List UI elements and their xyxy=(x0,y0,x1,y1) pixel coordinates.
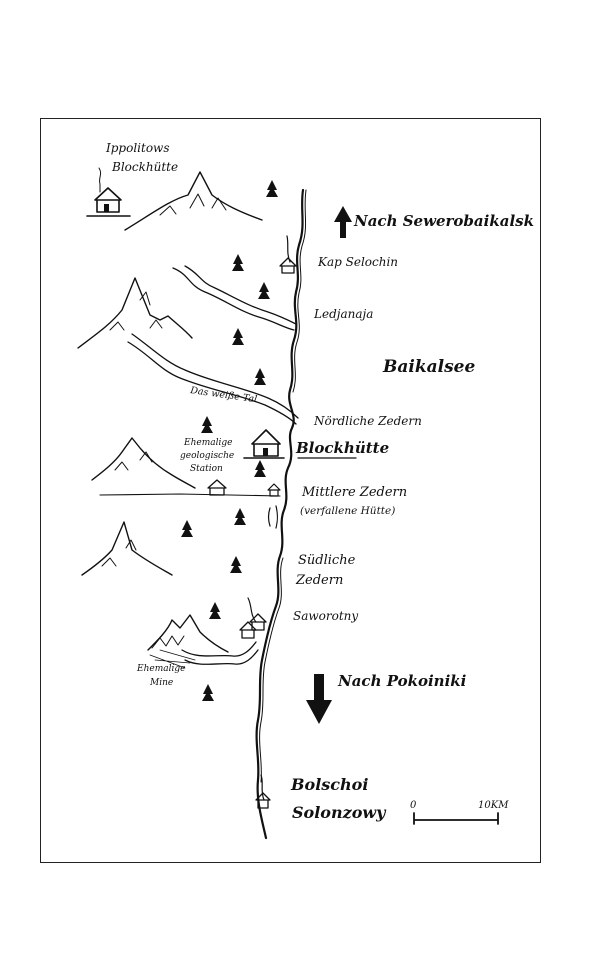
label-northern-cedars: Nördliche Zedern xyxy=(313,414,422,428)
river-ledjanaja xyxy=(172,267,295,331)
hut-kap-selochin-icon xyxy=(279,257,297,274)
shoreline xyxy=(255,188,305,840)
river-white-valley xyxy=(127,341,297,425)
label-southern-cedars-1: Südliche xyxy=(298,553,356,568)
map-frame xyxy=(40,118,541,863)
label-south-direction: Nach Pokoiniki xyxy=(337,672,467,690)
label-former-mine-1: Ehemalige xyxy=(136,664,185,674)
label-geo-station-2: geologische xyxy=(180,451,234,461)
label-saworotny: Saworotny xyxy=(293,609,358,623)
mountain-2 xyxy=(77,277,193,349)
scale-bar xyxy=(413,812,499,825)
label-former-mine-2: Mine xyxy=(149,678,173,688)
label-middle-cedars-note: (verfallene Hütte) xyxy=(300,505,395,517)
hut-bolschoi-icon xyxy=(255,792,271,809)
hut-geo-station-icon xyxy=(207,479,227,496)
label-lake: Baikalsee xyxy=(382,357,475,377)
scale-start-label: 0 xyxy=(410,800,417,811)
track-middle xyxy=(99,493,281,497)
arrow-south-icon xyxy=(306,674,332,724)
label-bolschoi-1: Bolschoi xyxy=(290,775,368,794)
label-kap-selochin: Kap Selochin xyxy=(317,255,398,269)
mountain-3 xyxy=(91,437,196,489)
label-middle-cedars: Mittlere Zedern xyxy=(301,485,407,500)
label-geo-station-1: Ehemalige xyxy=(183,438,232,448)
hut-ippolitow-icon xyxy=(86,167,131,217)
hut-saworotny-icon xyxy=(239,613,267,639)
label-blockhuette: Blockhütte xyxy=(295,439,389,457)
scale-end-label: 10KM xyxy=(478,800,509,811)
hut-blockhuette-icon xyxy=(243,429,285,459)
label-hut-ippolitow-2: Blockhütte xyxy=(111,160,178,174)
mountain-mine xyxy=(147,614,229,653)
label-southern-cedars-2: Zedern xyxy=(295,573,343,588)
label-ledjanaja: Ledjanaja xyxy=(313,307,373,321)
mountain-4 xyxy=(81,521,173,576)
label-north-direction: Nach Sewerobaikalsk xyxy=(353,212,534,230)
tree-icons xyxy=(181,180,278,701)
hut-middle-cedars-icon xyxy=(267,483,281,529)
label-hut-ippolitow-1: Ippolitows xyxy=(105,141,169,155)
mountain-1 xyxy=(124,171,263,231)
arrow-north-icon xyxy=(334,206,352,238)
label-white-valley: Das weiße Tal xyxy=(189,385,258,405)
label-bolschoi-2: Solonzowy xyxy=(292,803,387,822)
label-geo-station-3: Station xyxy=(190,464,223,474)
river-mine xyxy=(184,649,259,665)
